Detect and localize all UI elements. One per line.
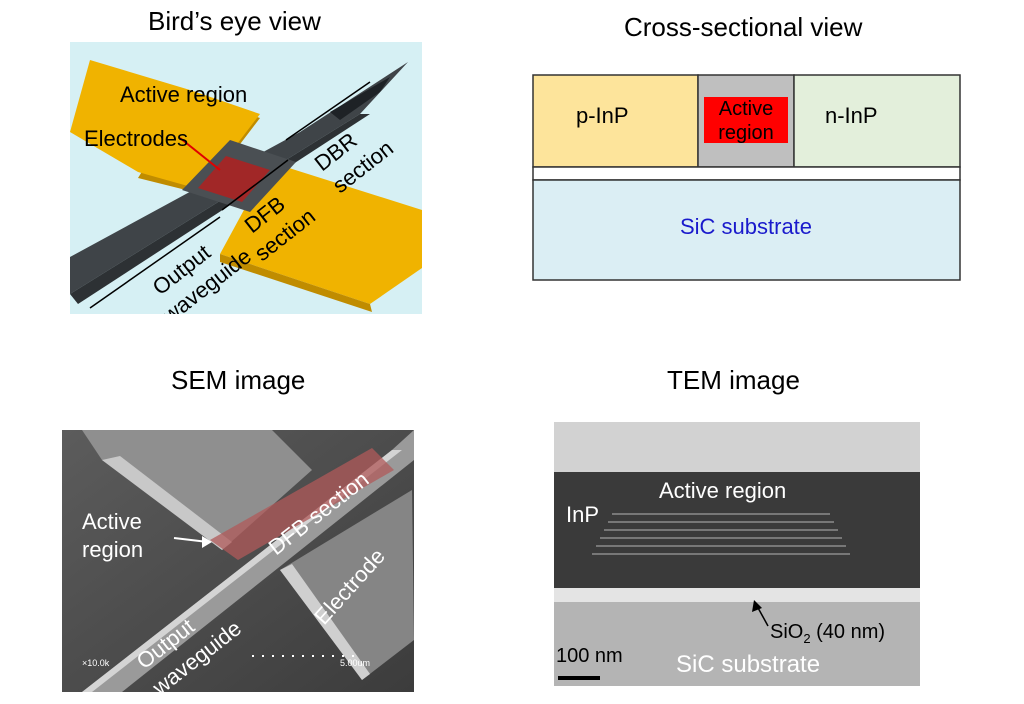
active-region-block (704, 97, 788, 143)
title-tem: TEM image (667, 365, 800, 395)
sem-image: Active region DFB section Electrode Outp… (62, 430, 414, 692)
p-inp-region (532, 74, 699, 168)
p-inp-label: p-InP (576, 103, 629, 128)
sem-active-label-line1: Active (82, 509, 142, 534)
tem-sio2-layer (554, 588, 920, 602)
active-region-pointer (179, 137, 221, 171)
right-electrode-edge (280, 564, 370, 680)
sio2-arrow (756, 605, 769, 627)
substrate-label: SiC substrate (680, 214, 812, 239)
sem-active-label-line2: region (82, 537, 143, 562)
tem-top-layer (554, 422, 920, 472)
tem-inp-label: InP (566, 502, 599, 527)
tem-quantum-wells (592, 513, 850, 555)
right-electrode (220, 162, 422, 304)
tem-image-panel: Active region InP SiO2 (40 nm) 100 nm Si… (554, 422, 920, 686)
waveguide-side (70, 114, 370, 304)
title-sem: SEM image (171, 365, 306, 395)
active-region-arrowhead (202, 536, 212, 548)
tem-active-region-label: Active region (659, 478, 786, 503)
sic-substrate (532, 179, 961, 281)
title-birdseye: Bird’s eye view (148, 6, 321, 36)
active-region-label: Active region (120, 82, 247, 107)
dbr-arrow (285, 81, 371, 141)
sem-image-panel: Active region DFB section Electrode Outp… (62, 430, 414, 692)
dbr-grating (330, 77, 390, 120)
sio2-arrowhead (752, 600, 762, 612)
cross-section-diagram: p-InP Active region n-InP SiC substrate (532, 74, 961, 281)
sem-magnification: ×10.0k (82, 658, 110, 668)
dfb-arrow (221, 159, 289, 211)
tem-substrate-label: SiC substrate (676, 651, 820, 678)
top-electrode-edge (102, 456, 232, 550)
output-arrow (89, 216, 221, 309)
n-inp-label: n-InP (825, 103, 878, 128)
tem-image: Active region InP SiO2 (40 nm) 100 nm Si… (554, 422, 920, 686)
tem-scale-bar (558, 676, 600, 680)
right-electrode (280, 490, 414, 680)
tem-sio2-label: SiO2 (40 nm) (770, 621, 885, 646)
dfb-highlight (210, 448, 394, 560)
birdseye-panel: Active region Electrodes DFB section DBR… (70, 42, 422, 314)
tem-substrate-layer (554, 602, 920, 686)
birdseye-diagram: Active region Electrodes DFB section DBR… (70, 42, 422, 314)
electrodes-label: Electrodes (84, 126, 188, 151)
left-electrode (70, 60, 260, 190)
title-cross-sectional: Cross-sectional view (624, 12, 863, 42)
cross-section-panel: p-InP Active region n-InP SiC substrate (530, 72, 962, 282)
right-electrode-side (220, 254, 372, 312)
tem-scale-label: 100 nm (556, 645, 623, 667)
active-label-line1: Active (719, 98, 773, 120)
active-label-line2: region (718, 122, 774, 144)
n-inp-region (793, 74, 961, 168)
oxide-layer (532, 166, 961, 181)
sem-scale-label: 5.00um (340, 658, 370, 668)
